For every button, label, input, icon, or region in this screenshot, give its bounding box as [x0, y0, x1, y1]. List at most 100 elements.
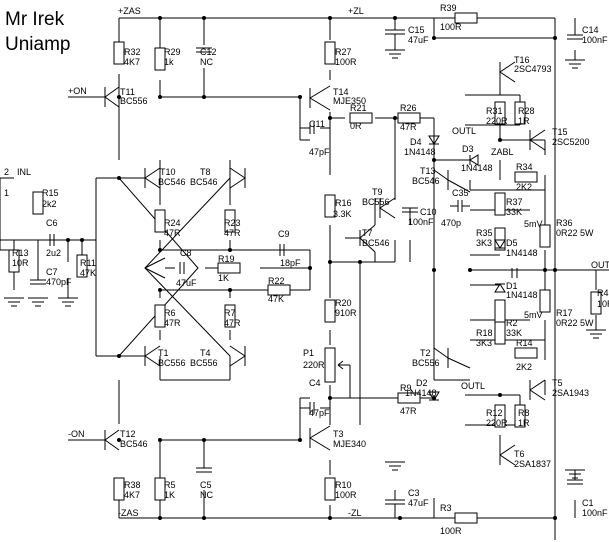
c3-ref: C3	[408, 488, 420, 498]
t14-value: MJE350	[333, 96, 366, 106]
c4-ref: C4	[309, 378, 321, 388]
label-pos-on: +ON	[68, 86, 87, 96]
r19-ref: R19	[218, 254, 235, 264]
d5-ref: D5	[506, 238, 518, 248]
c7-ref: C7	[46, 267, 58, 277]
r22-label: R22 47K	[268, 276, 285, 304]
t8-ref: T8	[200, 167, 211, 177]
t3-ref: T3	[333, 429, 344, 439]
c11-ref: C11	[309, 119, 325, 129]
r23-ref: R23	[224, 218, 241, 228]
r12-ref: R12	[486, 408, 503, 418]
r5-value: 1K	[164, 490, 175, 500]
r27-ref: R27	[335, 47, 352, 57]
c8-value: 47uF	[176, 278, 197, 288]
r37-value: 33K	[506, 207, 522, 217]
t7-value: BC546	[362, 238, 390, 248]
r24-ref: R24	[164, 218, 181, 228]
c6-label: C6 2u2	[46, 218, 61, 258]
r22-value: 47K	[268, 294, 284, 304]
t5-ref: T5	[552, 378, 563, 388]
r22-ref: R22	[268, 276, 285, 286]
t15-value: 2SC5200	[552, 137, 590, 147]
d4-ref: D4	[410, 137, 422, 147]
t1-ref: T1	[158, 348, 169, 358]
r9-value: 47R	[400, 406, 417, 416]
c15-ref: C15	[408, 25, 425, 35]
r14-value: 2K2	[516, 362, 532, 372]
capacitors	[30, 18, 583, 518]
t10-value: BC546	[158, 177, 186, 187]
r39-ref: R39	[440, 3, 457, 13]
t2-value: BC556	[412, 358, 440, 368]
r38-value: 4K7	[124, 490, 140, 500]
t12-ref: T12	[120, 429, 136, 439]
c1-ref: C1	[582, 498, 594, 508]
r13-ref: R13	[12, 248, 29, 258]
c14-ref: C14	[582, 25, 599, 35]
r37-ref: R37	[506, 197, 523, 207]
t4-ref: T4	[200, 348, 211, 358]
r13-value: 10R	[12, 258, 29, 268]
c12-value: NC	[200, 57, 213, 67]
label-r4-value: 10R	[597, 299, 609, 309]
r6-value: 47R	[164, 318, 181, 328]
r31-value: 220R	[486, 116, 508, 126]
r2-ref: R2	[506, 318, 518, 328]
c35-ref: C35	[452, 188, 469, 198]
c15-value: 47uF	[408, 35, 429, 45]
r31-ref: R31	[486, 106, 503, 116]
r21-ref: R21	[350, 103, 367, 113]
r6-ref: R6	[164, 308, 176, 318]
r21-value: 0R	[350, 121, 362, 131]
r8-value: 1R	[518, 418, 530, 428]
r9-ref: R9	[400, 383, 412, 393]
label-pos-zas: +ZAS	[118, 6, 141, 16]
r29-ref: R29	[164, 47, 181, 57]
c6-ref: C6	[46, 218, 58, 228]
r36-ref: R36	[556, 218, 573, 228]
d2-ref: D2	[416, 378, 428, 388]
t16-value: 2SC4793	[514, 64, 552, 74]
label-r4-ref: R4	[597, 288, 609, 298]
r28-ref: R28	[518, 106, 535, 116]
c8-ref: C8	[180, 248, 192, 258]
r3-ref: R3	[440, 503, 452, 513]
grounds	[4, 49, 606, 479]
t15-ref: T15	[552, 127, 568, 137]
r18-ref: R18	[476, 328, 493, 338]
title-line-2: Uniamp	[5, 34, 70, 55]
c6-value: 2u2	[46, 248, 61, 258]
p1-value: 220R	[303, 360, 325, 370]
r15-value: 2k2	[42, 199, 57, 209]
r11-value: 47K	[80, 268, 96, 278]
